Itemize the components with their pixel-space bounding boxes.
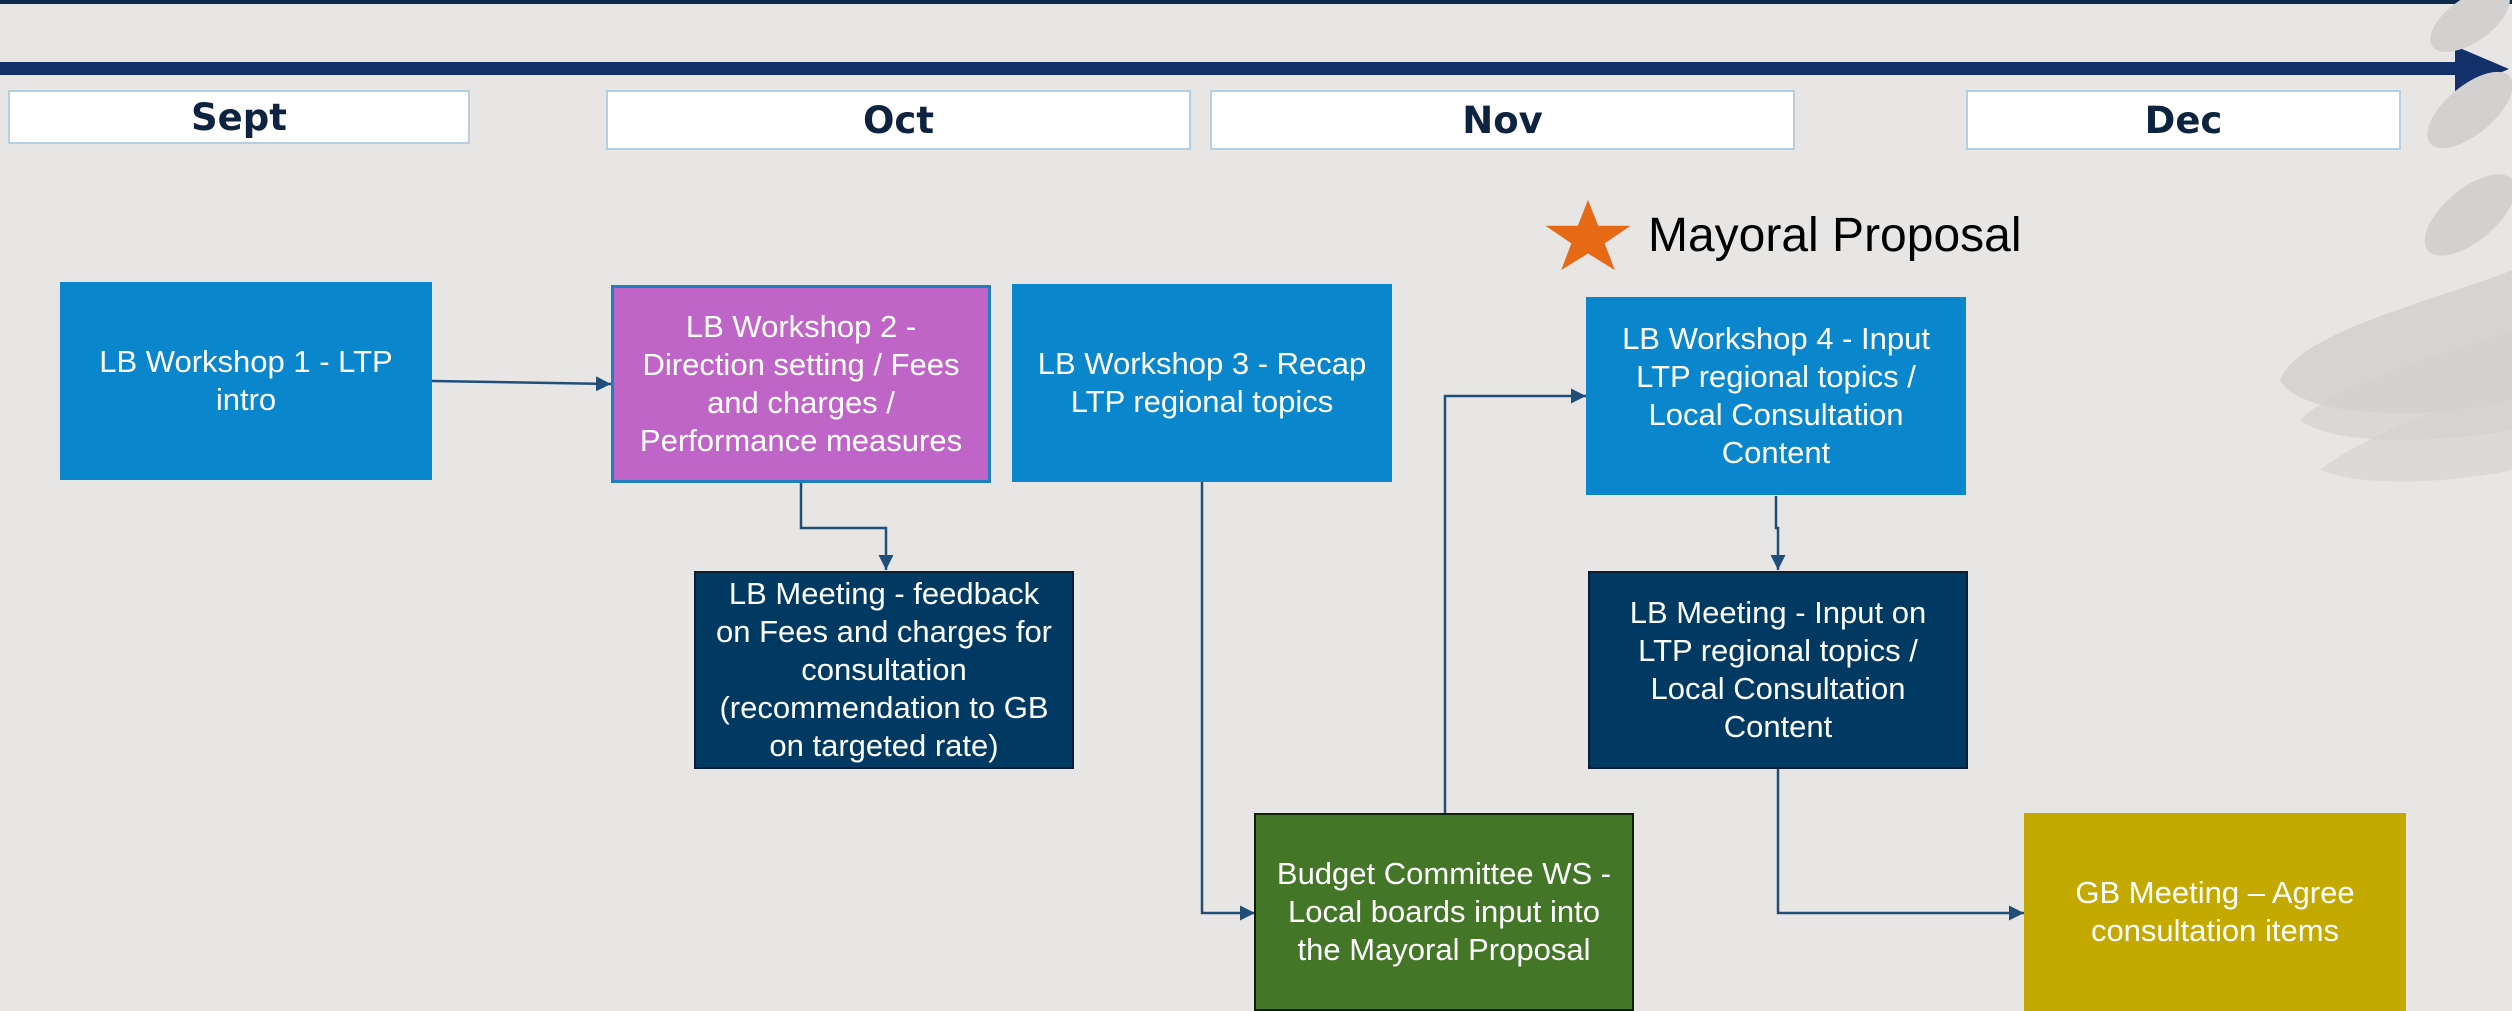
lb-workshop-2-box: LB Workshop 2 - Direction setting / Fees… xyxy=(611,285,991,483)
connector-meeting-gb xyxy=(1776,768,2024,921)
connector-ws1-ws2 xyxy=(431,376,612,392)
month-label-nov: Nov xyxy=(1210,90,1795,150)
timeline-arrow-line xyxy=(0,62,2462,75)
lb-workshop-4-box: LB Workshop 4 - Input LTP regional topic… xyxy=(1586,297,1966,495)
connector-budget-ws4 xyxy=(1443,388,1586,813)
gb-meeting-box: GB Meeting – Agree consultation items xyxy=(2024,813,2406,1011)
mayoral-proposal-legend: Mayoral Proposal xyxy=(1540,198,2022,272)
lb-workshop-1-box: LB Workshop 1 - LTP intro xyxy=(60,282,432,480)
connector-ws3-budget xyxy=(1200,482,1255,921)
connector-ws2-meeting xyxy=(799,482,894,570)
lb-workshop-3-box: LB Workshop 3 - Recap LTP regional topic… xyxy=(1012,284,1392,482)
connector-ws4-meeting xyxy=(1770,496,1786,570)
top-border xyxy=(0,0,2512,4)
mayoral-proposal-label: Mayoral Proposal xyxy=(1648,208,2022,262)
lb-meeting-input-box: LB Meeting - Input on LTP regional topic… xyxy=(1588,571,1968,769)
budget-committee-ws-box: Budget Committee WS - Local boards input… xyxy=(1254,813,1634,1011)
month-label-dec: Dec xyxy=(1966,90,2401,150)
month-label-sept: Sept xyxy=(8,90,470,144)
star-icon xyxy=(1545,199,1631,271)
month-label-oct: Oct xyxy=(606,90,1191,150)
lb-meeting-fees-box: LB Meeting - feedback on Fees and charge… xyxy=(694,571,1074,769)
